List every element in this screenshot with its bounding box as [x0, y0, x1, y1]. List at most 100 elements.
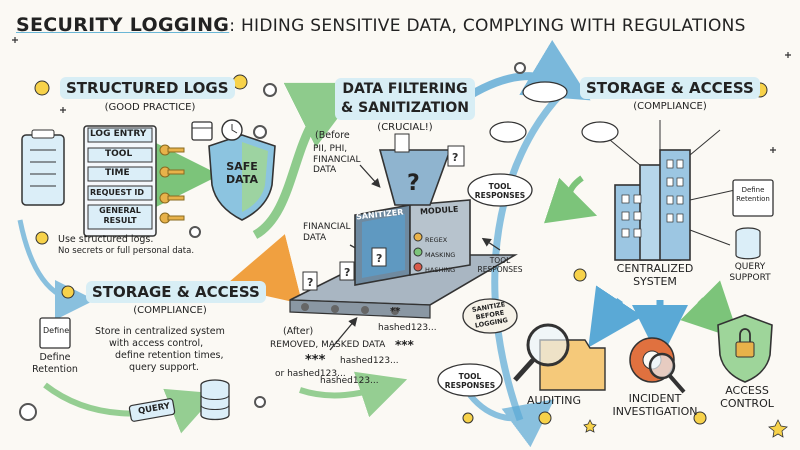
- svg-text:?: ?: [376, 252, 382, 265]
- incident-line: INVESTIGATION: [612, 405, 698, 418]
- flow-arrow-storage-down: [491, 92, 563, 422]
- star-icon: [583, 419, 788, 438]
- log-field-label: TIME: [105, 168, 130, 178]
- before-data-line: DATA: [313, 165, 337, 175]
- stars-value: ***: [395, 338, 414, 352]
- filtering-heading-line: DATA FILTERING: [342, 81, 468, 97]
- hashed-value: hashed123...: [340, 356, 399, 366]
- before-data-line: PII, PHI,: [313, 144, 348, 154]
- define-doc-icon: [39, 317, 71, 349]
- define-retention-right: Define Retention: [731, 186, 775, 204]
- storage-right-heading-text: STORAGE & ACCESS: [580, 77, 760, 99]
- svg-text:?: ?: [307, 276, 313, 289]
- flow-arrow-after: [299, 371, 408, 418]
- structured-logs-heading: STRUCTURED LOGS: [60, 77, 235, 99]
- define-doc-label: Define: [43, 326, 70, 335]
- flow-arrow-left-loop: [17, 219, 95, 320]
- speech-bubble: [437, 363, 503, 397]
- define-retention-line: Retention: [32, 363, 78, 375]
- filtering-heading-line: & SANITIZATION: [341, 100, 469, 116]
- key-icon: [159, 144, 185, 224]
- tool-responses-bubble-bottom: TOOL RESPONSES: [440, 372, 500, 390]
- tool-responses-line: RESPONSES: [477, 265, 523, 274]
- svg-text:?: ?: [452, 151, 458, 164]
- filtering-heading: DATA FILTERING & SANITIZATION: [330, 78, 480, 120]
- query-support-line: SUPPORT: [729, 273, 771, 283]
- module-item: MASKING: [425, 251, 456, 259]
- flow-arrow-to-access: [680, 280, 740, 340]
- incident-investigation-label: INCIDENT INVESTIGATION: [600, 392, 710, 418]
- stars-small: **: [390, 306, 401, 317]
- flow-arrow-logs-to-filter: [252, 82, 365, 239]
- gear-icon: [629, 337, 686, 394]
- query-support-label: QUERY SUPPORT: [720, 262, 780, 284]
- define-retention-left: Define Retention: [22, 352, 88, 375]
- title-sub: : HIDING SENSITIVE DATA, COMPLYING WITH …: [229, 16, 746, 36]
- database-icon: [735, 227, 761, 260]
- log-field-label: TOOL: [105, 149, 133, 159]
- centralized-line: CENTRALIZED: [616, 262, 694, 275]
- magnifier-icon: [526, 323, 570, 367]
- sanitize-tag: [462, 298, 518, 334]
- log-field-label: REQUEST ID: [90, 188, 145, 197]
- tool-responses-line: RESPONSES: [444, 381, 496, 390]
- financial-line: FINANCIAL: [303, 222, 351, 232]
- access-line: ACCESS: [725, 384, 769, 397]
- storage-left-heading: STORAGE & ACCESS: [86, 281, 266, 303]
- module-box: [409, 199, 471, 276]
- after-hashed: or hashed123...: [275, 369, 346, 379]
- description-line: Store in centralized system: [95, 326, 225, 337]
- hashed-value: hashed123...: [378, 323, 437, 333]
- access-control-label: ACCESS CONTROL: [712, 384, 782, 410]
- safe-data-line: SAFE: [226, 160, 258, 173]
- description-line: with access control,: [109, 338, 204, 349]
- access-line: CONTROL: [720, 397, 774, 410]
- financial-data-label: FINANCIAL DATA: [303, 222, 351, 243]
- define-retention-line: Define: [39, 352, 71, 363]
- module-item: HASHING: [425, 266, 456, 274]
- structured-logs-subheading: (GOOD PRACTICE): [104, 102, 196, 113]
- building-icon: [614, 149, 691, 261]
- after-line: REMOVED, MASKED DATA: [270, 340, 386, 350]
- structured-logs-note: Use structured logs. No secrets or full …: [58, 234, 258, 257]
- before-label: (Before: [315, 130, 350, 141]
- query-tag: [128, 398, 176, 422]
- hashed-value: hashed123...: [320, 376, 379, 386]
- calendar-icon: [732, 179, 774, 217]
- define-retention-line: Define: [741, 186, 765, 194]
- before-data-line: FINANCIAL: [313, 154, 361, 165]
- safe-data-line: DATA: [226, 173, 258, 186]
- storage-right-subheading: (COMPLIANCE): [633, 101, 707, 112]
- description-line: define retention times,: [115, 350, 224, 361]
- after-label: (After): [283, 326, 314, 337]
- flow-arrow-tool-responses: [467, 393, 555, 448]
- page-title: SECURITY LOGGING: HIDING SENSITIVE DATA,…: [16, 14, 786, 36]
- tool-responses-line: TOOL: [458, 372, 482, 381]
- calendar-icon: [191, 121, 213, 141]
- tool-responses-line: RESPONSES: [474, 191, 526, 200]
- note-line: No secrets or full personal data.: [58, 245, 195, 256]
- tool-responses-line: TOOL: [488, 182, 512, 191]
- lock-icon: [735, 341, 755, 358]
- flow-arrow-bottom-left: [43, 382, 217, 434]
- tool-responses-bubble-top: TOOL RESPONSES: [470, 182, 530, 200]
- filtering-subheading: (CRUCIAL!): [377, 122, 433, 133]
- flow-arrow-to-auditing: [588, 285, 643, 348]
- storage-left-subheading: (COMPLIANCE): [133, 305, 207, 316]
- storage-right-heading: STORAGE & ACCESS: [580, 77, 760, 99]
- tool-responses-right: TOOL RESPONSES: [470, 256, 530, 274]
- after-stars: ***: [305, 353, 326, 368]
- auditing-label: AUDITING: [527, 394, 582, 407]
- gear-icon: [19, 62, 526, 421]
- storage-left-heading-text: STORAGE & ACCESS: [86, 281, 266, 303]
- define-retention-line: Retention: [736, 195, 770, 203]
- title-main: SECURITY LOGGING: [16, 14, 230, 36]
- note-line: Use structured logs.: [58, 234, 154, 245]
- centralized-system-label: CENTRALIZED SYSTEM: [600, 262, 710, 288]
- description-line: query support.: [129, 362, 199, 373]
- speech-bubble: [467, 173, 533, 207]
- structured-logs-section: STRUCTURED LOGS: [60, 77, 235, 99]
- database-icon: [200, 379, 230, 421]
- checklist-icon: [21, 129, 65, 206]
